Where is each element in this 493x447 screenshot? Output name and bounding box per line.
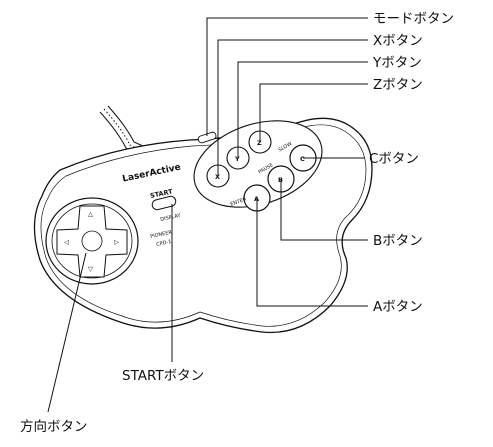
model-label: PIONEER CPD-1 [150,229,173,248]
x-mark: X [215,173,220,181]
callout-c: Cボタン [369,151,419,167]
z-mark: Z [257,139,262,147]
callout-dpad: 方向ボタン [20,419,88,435]
callout-y: Yボタン [372,55,422,71]
dpad-right-mark: ▷ [114,238,119,246]
mode-button[interactable] [197,131,217,144]
callout-b: Bボタン [373,233,423,249]
c-mark: C [300,155,305,163]
callout-start: STARTボタン [122,368,204,384]
maker-mark: PIONEER [150,229,173,240]
callout-mode: モードボタン [373,11,454,27]
callout-z: Zボタン [373,77,423,93]
display-mark: DISPLAY [160,213,182,223]
dpad-down-mark: ▽ [88,265,93,273]
model-mark: CPD-1 [156,239,172,248]
cable [99,105,157,161]
enter-mark: ENTER [230,196,248,207]
direction-pad[interactable]: ◁ ▷ △ ▽ [45,197,139,285]
y-mark: Y [234,155,240,163]
callout-x: Xボタン [373,33,423,49]
leader-lines [47,17,368,413]
dpad-up-mark: △ [88,210,93,218]
start-button[interactable]: START DISPLAY [149,187,182,223]
callout-a: Aボタン [373,299,423,315]
dpad-left-mark: ◁ [64,238,69,246]
